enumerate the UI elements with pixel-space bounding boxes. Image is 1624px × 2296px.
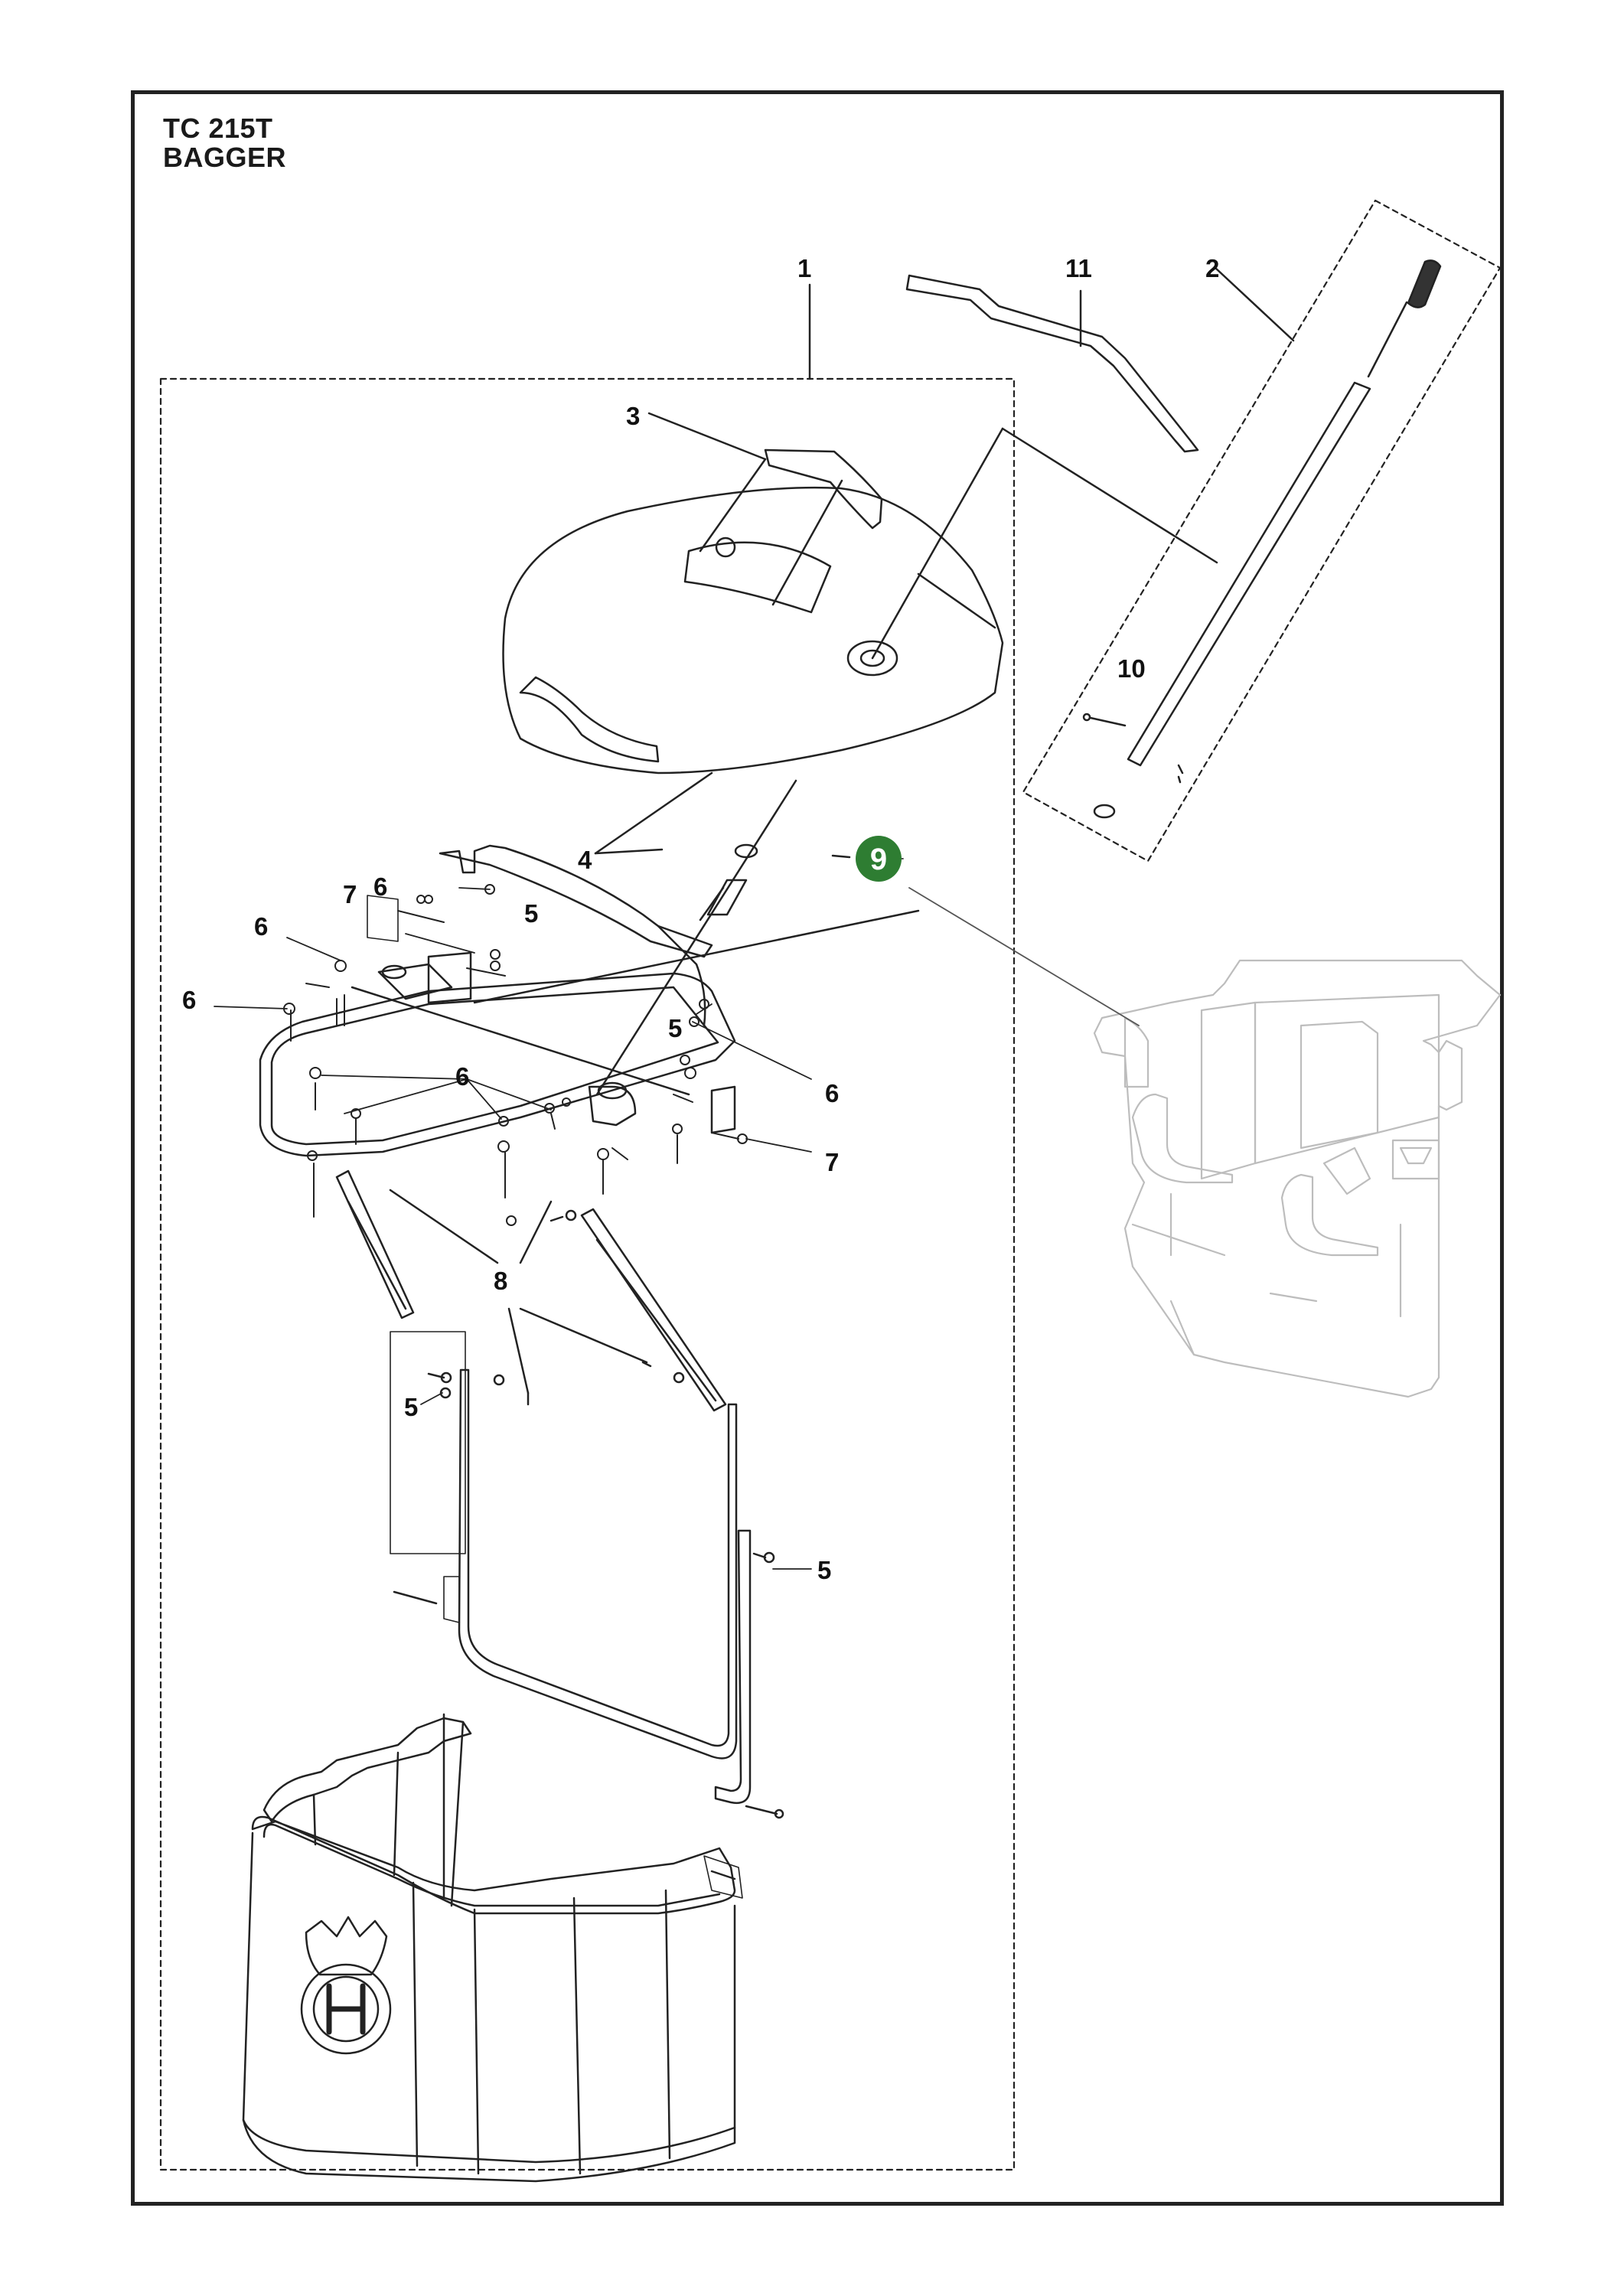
callout-4: 4 (578, 846, 592, 874)
callout-9-highlight: 9 (856, 836, 902, 882)
callout-6-right: 6 (825, 1079, 839, 1107)
callout-5-upper: 5 (524, 899, 538, 928)
callout-3: 3 (626, 402, 640, 430)
husqvarna-crown-logo (300, 1916, 392, 2055)
group-box-1 (159, 377, 1016, 2171)
ghost-tractor-rear (1093, 959, 1502, 1398)
callout-10: 10 (1117, 654, 1146, 683)
part-8-struts (335, 1169, 727, 1412)
callout-5-lower-left: 5 (404, 1393, 418, 1421)
callout-6-left-upper: 6 (254, 912, 268, 941)
catcher-bag (242, 1713, 743, 2183)
part-2-lever (1127, 259, 1442, 767)
fasteners (283, 884, 748, 1226)
callout-1: 1 (797, 254, 811, 282)
callout-9: 9 (870, 843, 887, 876)
callout-7-upper: 7 (343, 880, 357, 908)
callout-11: 11 (1065, 254, 1092, 282)
part-11-strip (905, 274, 1199, 453)
lower-frame (390, 1331, 784, 1819)
diagram-frame (131, 90, 1504, 2206)
model-title: TC 215T (163, 113, 273, 144)
callout-6-center: 6 (455, 1062, 469, 1091)
callout-2: 2 (1205, 254, 1219, 282)
callout-5-middle: 5 (668, 1014, 682, 1042)
group-box-2 (1022, 199, 1502, 863)
callout-7-right: 7 (825, 1148, 839, 1176)
assembly-title: BAGGER (163, 142, 287, 173)
callout-6-left: 6 (182, 986, 196, 1014)
part-3-cover (502, 448, 1004, 775)
callout-8: 8 (494, 1267, 507, 1295)
callout-5-lower-right: 5 (817, 1556, 831, 1584)
part-9-tube (595, 779, 797, 1096)
callout-6-top: 6 (373, 872, 387, 901)
part-10-pin (1082, 713, 1184, 819)
upper-frame (259, 844, 920, 1157)
